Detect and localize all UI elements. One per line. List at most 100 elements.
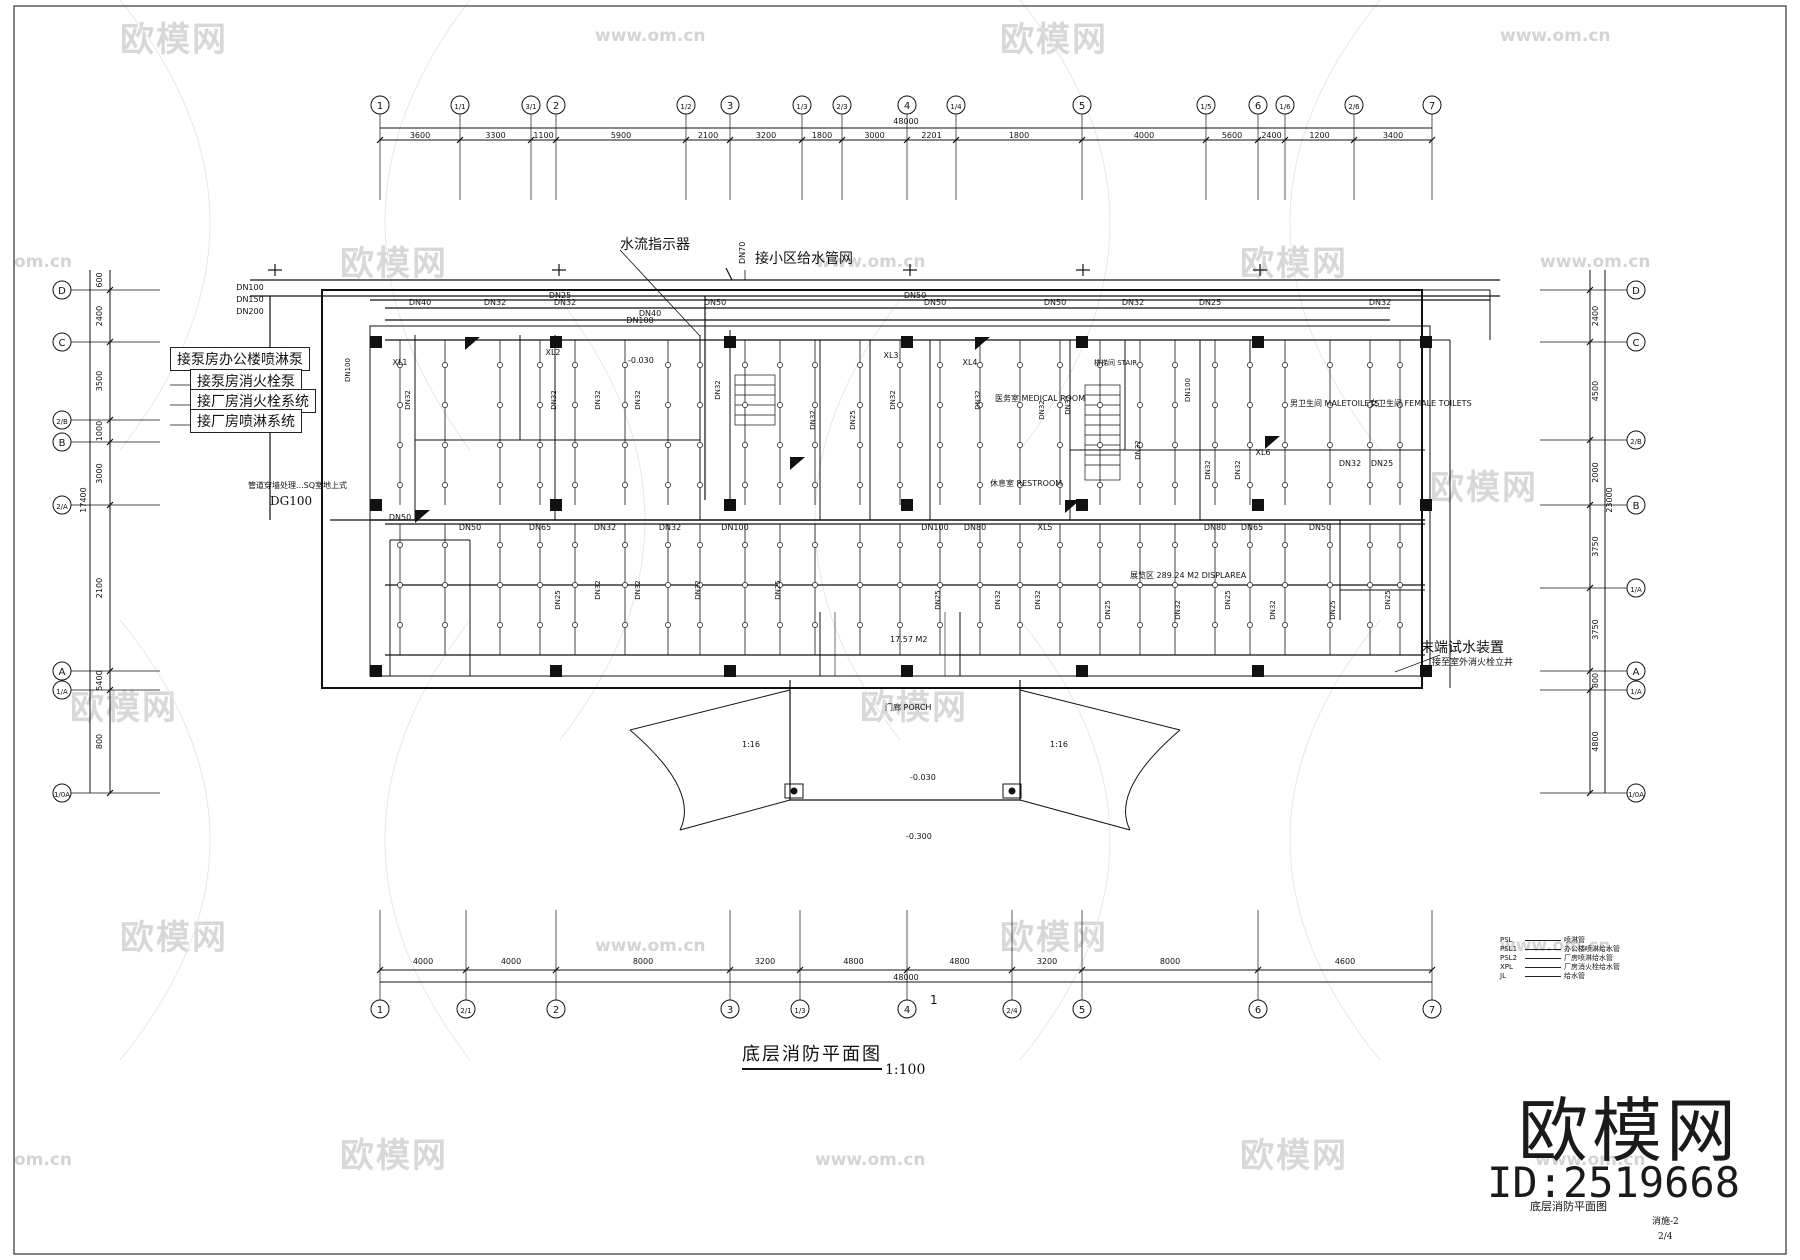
- legend-code: PSL2: [1500, 954, 1518, 962]
- sprinkler-head: [777, 622, 783, 628]
- sprinkler-head: [1247, 542, 1253, 548]
- pipe-vlabel-2: DN32: [594, 390, 602, 410]
- sprinkler-head: [1017, 402, 1023, 408]
- sprinkler-head: [1172, 362, 1178, 368]
- pipe-vlabel-24: DN32: [1174, 600, 1182, 620]
- brand-logo: 欧模网: [1518, 1090, 1740, 1172]
- sprinkler-head: [442, 442, 448, 448]
- top-axis-6-text: 1/3: [796, 103, 807, 111]
- left-axis-6-text: 1/A: [56, 688, 68, 696]
- sprinkler-head: [812, 542, 818, 548]
- sprinkler-head: [937, 362, 943, 368]
- pipe-label-19: DN100: [921, 523, 948, 532]
- pipe-vlabel-7: DN32: [889, 390, 897, 410]
- watermark-logo: 欧模网: [1000, 918, 1108, 958]
- sprinkler-head: [977, 362, 983, 368]
- pipe-vlabel-4: DN32: [714, 380, 722, 400]
- sprinkler-head: [1327, 482, 1333, 488]
- sprinkler-head: [1172, 482, 1178, 488]
- sprinkler-head: [1137, 482, 1143, 488]
- sprinkler-head: [742, 402, 748, 408]
- watermark-logo: 欧模网: [1240, 1136, 1348, 1176]
- top-axis-0-text: 1: [377, 101, 383, 112]
- pipe-vlabel-18: DN32: [694, 580, 702, 600]
- left-dim-0: 2400: [95, 306, 104, 326]
- top-axis-14-text: 2/6: [1348, 103, 1360, 111]
- pipe-vlabel-1: DN32: [550, 390, 558, 410]
- sprinkler-head: [1247, 482, 1253, 488]
- sprinkler-head: [397, 482, 403, 488]
- sprinkler-head: [812, 402, 818, 408]
- sheet-border: [13, 5, 1787, 1255]
- pipe-vlabel-23: DN25: [1104, 600, 1112, 620]
- sprinkler-head: [622, 402, 628, 408]
- watermark-logo: 欧模网: [1000, 20, 1108, 60]
- watermark-url: om.cn: [14, 252, 73, 272]
- sprinkler-head: [665, 482, 671, 488]
- pump-note-1: 接泵房办公楼喷淋泵: [170, 347, 310, 371]
- hall-area-label: 17.57 M2: [890, 635, 928, 644]
- pipe-vlabel-10: DN32: [1134, 440, 1142, 460]
- sprinkler-head: [537, 362, 543, 368]
- pipe-vlabel-11: DN32: [1204, 460, 1212, 480]
- sprinkler-head: [1057, 442, 1063, 448]
- ramp-right: 1:16: [1050, 740, 1068, 749]
- right-axis-3-text: B: [1633, 501, 1640, 512]
- sprinkler-head: [1057, 582, 1063, 588]
- sprinkler-head: [665, 622, 671, 628]
- pipe-label-15: DN65: [529, 523, 551, 532]
- right-dim-4: 3750: [1591, 619, 1600, 639]
- bottom-dim-0: 4000: [413, 957, 433, 966]
- top-axis-11-text: 1/5: [1200, 103, 1211, 111]
- end-test-sublabel: 接至室外消火栓立井: [1432, 658, 1514, 668]
- right-axis-1-text: C: [1633, 338, 1640, 349]
- sprinkler-head: [742, 482, 748, 488]
- sprinkler-head: [1057, 622, 1063, 628]
- sprinkler-head: [397, 362, 403, 368]
- flow-indicator-label: 水流指示器: [620, 237, 690, 253]
- sprinkler-head: [1247, 622, 1253, 628]
- sprinkler-head: [1057, 482, 1063, 488]
- legend-line: [1525, 949, 1561, 950]
- sprinkler-head: [1017, 582, 1023, 588]
- dg100-note: 管道穿墙处理...SQ室地上式: [248, 481, 348, 490]
- watermark-url: www.om.cn: [595, 26, 706, 46]
- pipe-vlabel-29: DN100: [344, 358, 352, 382]
- sprinkler-head: [497, 442, 503, 448]
- legend-desc: 给水管: [1564, 972, 1585, 980]
- sprinkler-head: [537, 542, 543, 548]
- pipe-vlabel-9: DN32: [1038, 400, 1046, 420]
- pipe-vlabel-22: DN32: [1034, 590, 1042, 610]
- sprinkler-head: [697, 362, 703, 368]
- bottom-axis-8-text: 6: [1255, 1005, 1261, 1016]
- sprinkler-head: [497, 542, 503, 548]
- riser-xl2: XL2: [545, 348, 560, 357]
- column: [724, 499, 736, 511]
- bottom-dim-4: 4800: [843, 957, 863, 966]
- sprinkler-head: [897, 482, 903, 488]
- watermark-logo: 欧模网: [340, 244, 448, 284]
- top-dim-11: 5600: [1222, 131, 1242, 140]
- sprinkler-head: [857, 362, 863, 368]
- sprinkler-head: [697, 402, 703, 408]
- legend-desc: 厂房喷淋给水管: [1564, 954, 1613, 962]
- left-dim-4: 2100: [95, 578, 104, 598]
- sprinkler-head: [857, 542, 863, 548]
- sprinkler-head: [1212, 582, 1218, 588]
- legend-code: JL: [1500, 972, 1506, 980]
- sprinkler-head: [897, 582, 903, 588]
- sprinkler-head: [1017, 482, 1023, 488]
- riser-xl1: XL1: [392, 358, 407, 367]
- column: [724, 665, 736, 677]
- sprinkler-head: [1282, 402, 1288, 408]
- title-block-sheet: 消施-2: [1652, 1217, 1679, 1227]
- sprinkler-head: [1367, 442, 1373, 448]
- bottom-axis-7-text: 5: [1079, 1005, 1085, 1016]
- left-axis-3-text: B: [59, 438, 66, 449]
- column: [1076, 499, 1088, 511]
- pipe-vlabel-16: DN32: [594, 580, 602, 600]
